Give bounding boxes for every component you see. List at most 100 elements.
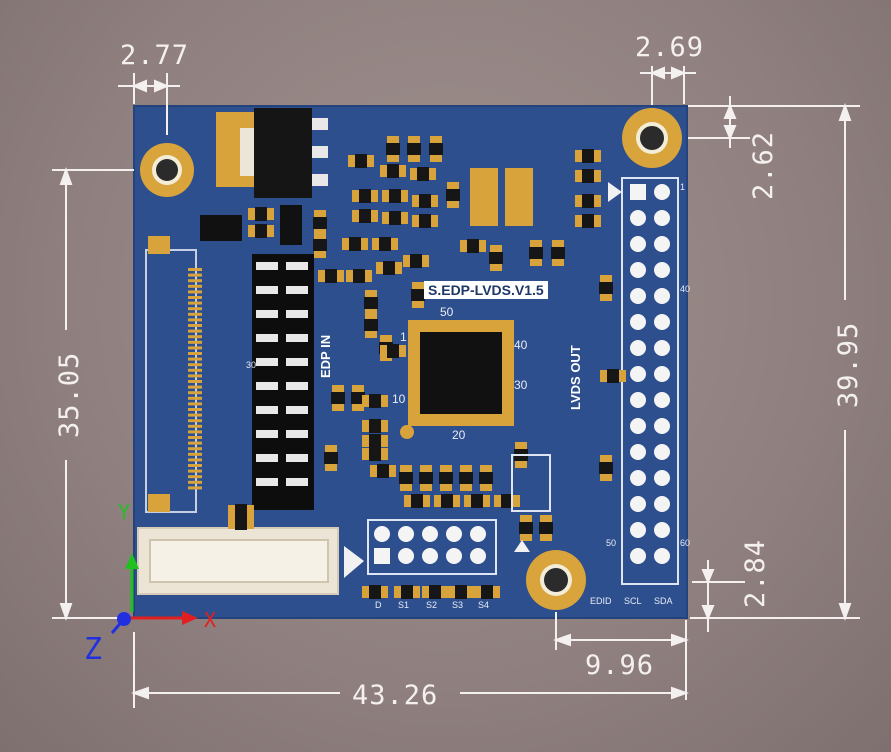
smd-body — [539, 522, 553, 534]
ic-pin — [502, 390, 508, 393]
ic-pin-1: 1 — [400, 330, 407, 344]
smd-components — [228, 136, 626, 599]
smd-body — [369, 419, 381, 433]
fpc-pin — [188, 284, 202, 288]
ic-pin — [502, 342, 508, 345]
smd-body — [407, 143, 421, 155]
smd-body — [324, 452, 338, 464]
fpc-pin — [188, 480, 202, 484]
smd-body — [387, 344, 399, 358]
ic-pin — [502, 402, 508, 405]
fpc-pin — [188, 279, 202, 283]
smd-body — [419, 472, 433, 484]
lvds-pin — [654, 444, 670, 460]
smd-body — [459, 472, 473, 484]
ic-pin — [478, 414, 481, 420]
smd-body — [439, 472, 453, 484]
grid-pin — [446, 526, 462, 542]
axis-y-label: Y — [118, 500, 132, 524]
edid-label: EDID — [590, 596, 612, 606]
dim-board-height: 39.95 — [833, 321, 864, 408]
ic-pin — [502, 396, 508, 399]
ic-pin — [502, 354, 508, 357]
scl-label: SCL — [624, 596, 642, 606]
bottom-pin-grid — [367, 519, 497, 575]
ic-pin — [472, 414, 475, 420]
fpc-pin — [188, 273, 202, 277]
mounting-hole-top-left — [140, 143, 194, 197]
smd-body — [369, 394, 381, 408]
edp-pin — [286, 454, 308, 462]
diode-2 — [280, 205, 302, 245]
smd-body — [359, 209, 371, 223]
ic-pin — [502, 384, 508, 387]
fpc-pin — [188, 340, 202, 344]
smd-body — [501, 494, 513, 508]
ic-pin — [490, 326, 493, 332]
smd-body — [313, 217, 327, 229]
dim-top-offset: 2.62 — [748, 130, 779, 200]
smd-body — [359, 189, 371, 203]
smd-body — [389, 189, 401, 203]
ic-pin — [484, 414, 487, 420]
grid-pin — [470, 548, 486, 564]
smd-body — [441, 494, 453, 508]
smd-body — [255, 224, 267, 238]
ic-pin — [414, 354, 420, 357]
edp-pin — [286, 262, 308, 270]
edp-pin — [286, 406, 308, 414]
fpc-pin — [188, 475, 202, 479]
lvds-pin — [654, 548, 670, 564]
edp-pin — [286, 310, 308, 318]
smd-body — [235, 504, 247, 518]
voltage-regulator — [216, 108, 328, 198]
axis-triad — [110, 553, 198, 634]
lvds-pin — [630, 288, 646, 304]
ic-pin — [414, 336, 420, 339]
smd-body — [401, 585, 413, 599]
smd-body — [353, 269, 365, 283]
fpc-pin — [188, 391, 202, 395]
edp-fpc-connector — [145, 236, 202, 513]
main-ic — [400, 320, 514, 439]
fpc-pin — [188, 436, 202, 439]
smd-body — [387, 164, 399, 178]
ic-pin — [448, 326, 451, 332]
lvds-pin — [630, 262, 646, 278]
smd-body — [419, 194, 431, 208]
edp-pin — [286, 334, 308, 342]
lvds-pin — [654, 262, 670, 278]
lvds-pin — [654, 236, 670, 252]
lvds-pin-square — [630, 184, 646, 200]
smd-body — [429, 585, 441, 599]
smd-body — [582, 149, 594, 163]
smd-body — [429, 143, 443, 155]
smd-body — [399, 472, 413, 484]
ic-pin — [454, 414, 457, 420]
fpc-pin — [188, 352, 202, 355]
smd-body — [417, 167, 429, 181]
ic-pin — [414, 348, 420, 351]
edp-pin-header — [252, 254, 314, 510]
ic-footprint-outline — [511, 454, 551, 512]
grid-pin-square — [374, 548, 390, 564]
connector-pin-40: 40 — [680, 284, 691, 294]
smd-body — [582, 169, 594, 183]
fpc-pin — [188, 413, 202, 417]
ic-pin-40: 40 — [514, 338, 528, 352]
board-model-label: S.EDP-LVDS.V1.5 — [424, 281, 548, 299]
fpc-pin — [188, 268, 202, 271]
ic-pin-10: 10 — [392, 392, 406, 406]
edp-pin — [256, 382, 278, 390]
lvds-pin — [630, 392, 646, 408]
fpc-pin — [188, 357, 202, 361]
fpc-pin — [188, 374, 202, 378]
smd-body — [582, 214, 594, 228]
ic-pin — [414, 408, 420, 411]
smd-body — [313, 239, 327, 251]
smd-body — [364, 297, 378, 309]
lvds-pin — [630, 522, 646, 538]
smd-body — [410, 254, 422, 268]
capacitor-pad-1 — [470, 168, 498, 226]
connector-pin-60: 60 — [680, 538, 691, 548]
